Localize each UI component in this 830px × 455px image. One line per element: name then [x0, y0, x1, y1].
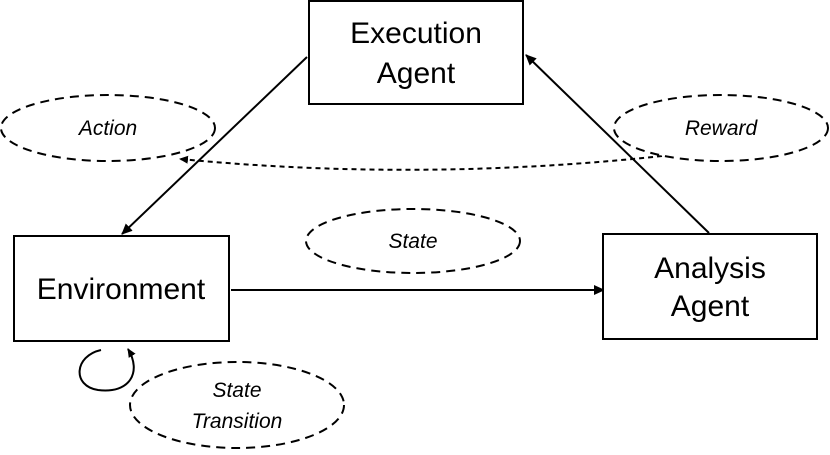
execution-agent-label-line1: Execution: [350, 17, 482, 50]
execution-agent-label-line2: Agent: [377, 57, 456, 90]
reward-label: Reward: [685, 117, 759, 140]
environment-label: Environment: [37, 273, 206, 306]
state-ellipse: [305, 208, 521, 274]
analysis-agent-label-line2: Agent: [671, 290, 750, 323]
execution-agent-box: [308, 0, 524, 105]
reward-ellipse: [613, 94, 829, 162]
edge-execution-to-environment: [121, 56, 308, 235]
state-transition-label-line1: State: [212, 379, 261, 402]
action-label: Action: [77, 117, 137, 140]
environment-box: [13, 235, 230, 342]
edge-analysis-to-execution: [525, 54, 710, 234]
state-transition-ellipse: [129, 361, 345, 449]
edge-reward-to-action: [179, 155, 663, 171]
analysis-agent-label-line1: Analysis: [654, 252, 766, 285]
state-transition-label-line2: Transition: [192, 410, 283, 433]
analysis-agent-box: [602, 233, 818, 340]
action-ellipse: [0, 94, 216, 162]
self-loop-environment: [78, 348, 136, 392]
state-label: State: [388, 230, 437, 253]
